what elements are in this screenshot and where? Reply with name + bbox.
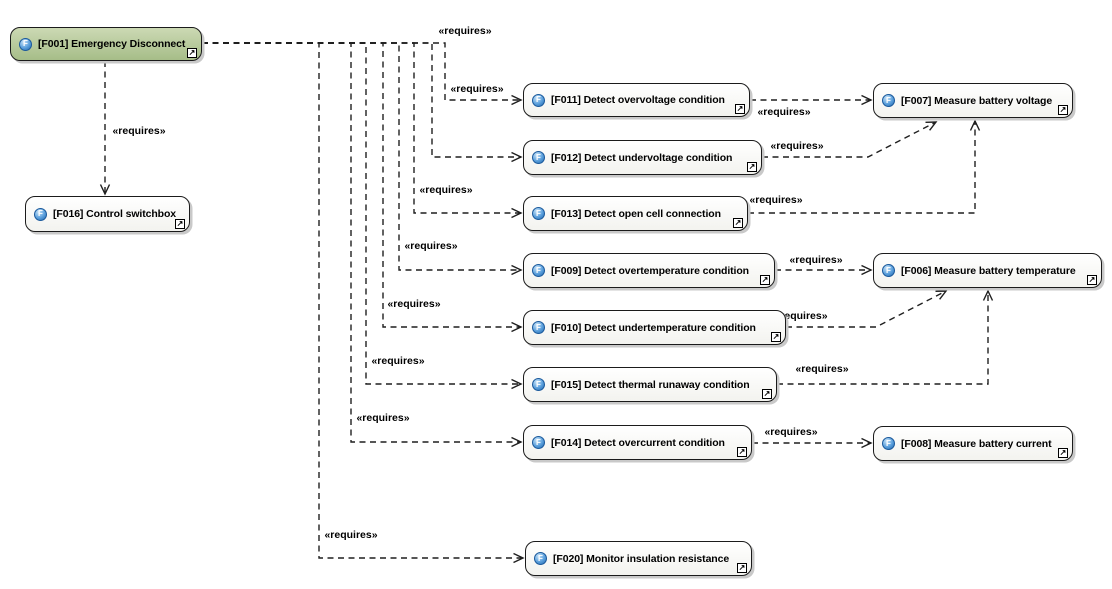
function-node-F007[interactable]: F [F007] Measure battery voltage ↗ <box>873 83 1073 118</box>
stereotype-label-F001-F016: «requires» <box>112 125 166 137</box>
dependency-edge-F001-F009[interactable] <box>202 42 523 276</box>
function-icon: F <box>882 437 895 450</box>
function-icon: F <box>532 264 545 277</box>
function-node-F016[interactable]: F [F016] Control switchbox↗ <box>25 196 190 232</box>
navigate-link-icon[interactable]: ↗ <box>187 48 197 58</box>
navigate-link-icon[interactable]: ↗ <box>1058 105 1068 115</box>
function-icon: F <box>532 436 545 449</box>
function-icon: F <box>34 207 47 221</box>
stereotype-label-F001-F010: «requires» <box>387 298 441 310</box>
node-label-F008: [F008] Measure battery current <box>901 437 1052 450</box>
dependency-edge-F012-F007[interactable] <box>762 121 938 158</box>
node-label-F006: [F006] Measure battery temperature <box>901 264 1076 277</box>
stereotype-label-F001-F011: «requires» <box>450 83 504 95</box>
function-node-F011[interactable]: F [F011] Detect overvoltage condition ↗ <box>523 83 750 117</box>
function-icon: F <box>534 552 547 565</box>
stereotype-label-F001-F012: «requires» <box>438 25 492 37</box>
dependency-edge-F001-F020[interactable] <box>202 42 525 564</box>
navigate-link-icon[interactable]: ↗ <box>733 218 743 228</box>
stereotype-label-F001-F013: «requires» <box>419 184 473 196</box>
navigate-link-icon[interactable]: ↗ <box>760 275 770 285</box>
function-node-F020[interactable]: F [F020] Monitor insulation resistance ↗ <box>525 541 752 576</box>
function-node-F001[interactable]: F [F001] Emergency Disconnect↗ <box>10 27 202 61</box>
function-icon: F <box>882 264 895 277</box>
navigate-link-icon[interactable]: ↗ <box>747 162 757 172</box>
node-label-F014: [F014] Detect overcurrent condition <box>551 436 725 449</box>
stereotype-label-F014-F008: «requires» <box>764 426 818 438</box>
navigate-link-icon[interactable]: ↗ <box>175 219 185 229</box>
stereotype-label-F001-F020: «requires» <box>324 529 378 541</box>
navigate-link-icon[interactable]: ↗ <box>737 447 747 457</box>
function-node-F006[interactable]: F [F006] Measure battery temperature ↗ <box>873 253 1102 288</box>
function-icon: F <box>19 37 32 51</box>
node-label-F015: [F015] Detect thermal runaway condition <box>551 378 750 391</box>
dependency-edge-F001-F012[interactable] <box>202 42 523 163</box>
node-label-F001: [F001] Emergency Disconnect <box>38 38 186 50</box>
stereotype-label-F001-F009: «requires» <box>404 240 458 252</box>
navigate-link-icon[interactable]: ↗ <box>1087 275 1097 285</box>
stereotype-label-F010-F006: «requires» <box>774 310 828 322</box>
stereotype-label-F013-F007: «requires» <box>749 194 803 206</box>
dependency-edge-F001-F015[interactable] <box>202 42 523 390</box>
node-label-F016: [F016] Control switchbox <box>53 208 177 220</box>
navigate-link-icon[interactable]: ↗ <box>771 332 781 342</box>
dependency-edge-F015-F006[interactable] <box>777 289 994 385</box>
node-label-F020: [F020] Monitor insulation resistance <box>553 552 730 565</box>
navigate-link-icon[interactable]: ↗ <box>737 563 747 573</box>
dependency-edge-F001-F014[interactable] <box>202 42 523 448</box>
node-label-F011: [F011] Detect overvoltage condition <box>551 94 725 106</box>
navigate-link-icon[interactable]: ↗ <box>735 104 745 114</box>
function-node-F008[interactable]: F [F008] Measure battery current ↗ <box>873 426 1073 461</box>
function-node-F015[interactable]: F [F015] Detect thermal runaway condition… <box>523 367 777 402</box>
dependency-edge-F013-F007[interactable] <box>748 119 981 214</box>
stereotype-label-F011-F007: «requires» <box>757 106 811 118</box>
node-label-F010: [F010] Detect undertemperature condition <box>551 321 756 334</box>
dependency-edge-F001-F013[interactable] <box>202 42 523 219</box>
function-icon: F <box>532 321 545 334</box>
function-icon: F <box>532 151 545 164</box>
node-label-F013: [F013] Detect open cell connection <box>551 207 721 220</box>
dependency-edge-F010-F006[interactable] <box>786 290 948 328</box>
stereotype-label-F015-F006: «requires» <box>795 363 849 375</box>
function-icon: F <box>532 378 545 391</box>
function-node-F014[interactable]: F [F014] Detect overcurrent condition ↗ <box>523 425 752 460</box>
stereotype-label-F012-F007: «requires» <box>770 140 824 152</box>
stereotype-label-F009-F006: «requires» <box>789 254 843 266</box>
function-node-F009[interactable]: F [F009] Detect overtemperature condition… <box>523 253 775 288</box>
stereotype-label-F001-F015: «requires» <box>371 355 425 367</box>
function-node-F010[interactable]: F [F010] Detect undertemperature conditio… <box>523 310 786 345</box>
stereotype-label-F001-F014: «requires» <box>356 412 410 424</box>
function-node-F012[interactable]: F [F012] Detect undervoltage condition ↗ <box>523 140 762 175</box>
function-node-F013[interactable]: F [F013] Detect open cell connection ↗ <box>523 196 748 231</box>
node-label-F012: [F012] Detect undervoltage condition <box>551 151 733 164</box>
function-icon: F <box>532 207 545 220</box>
navigate-link-icon[interactable]: ↗ <box>1058 448 1068 458</box>
function-icon: F <box>532 93 545 107</box>
function-icon: F <box>882 94 895 107</box>
node-label-F007: [F007] Measure battery voltage <box>901 94 1053 107</box>
navigate-link-icon[interactable]: ↗ <box>762 389 772 399</box>
node-label-F009: [F009] Detect overtemperature condition <box>551 264 749 277</box>
